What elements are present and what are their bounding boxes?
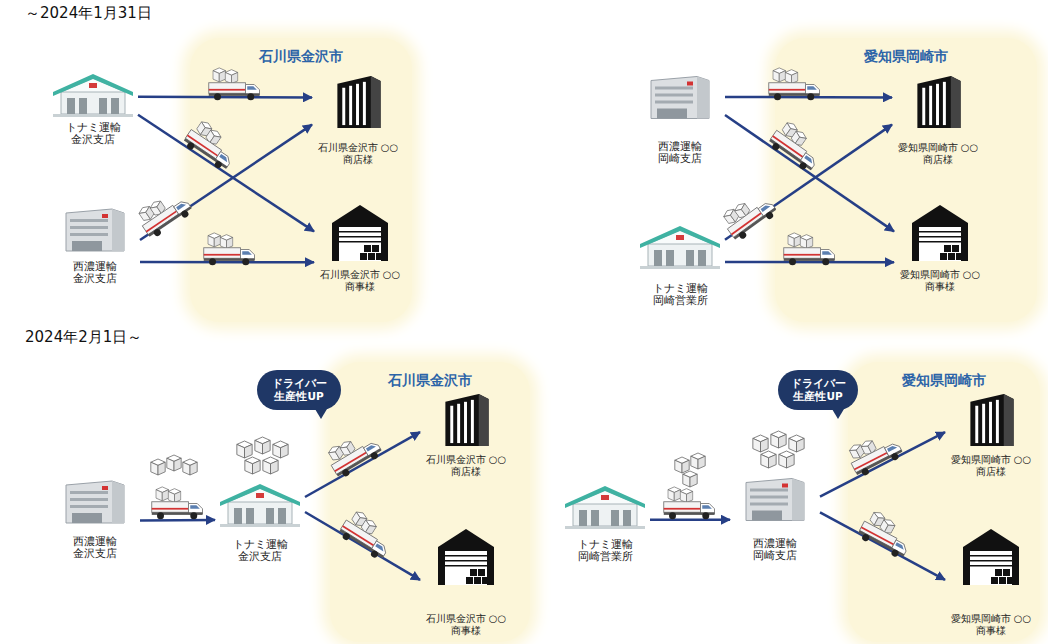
parcel-icon — [273, 441, 288, 458]
region-title: 愛知県岡崎市 — [775, 38, 1037, 66]
depot-icon — [746, 479, 804, 521]
parcel-icon — [245, 457, 260, 474]
parcel-icon — [237, 441, 252, 458]
depot-building: 西濃運輸 金沢支店 — [50, 200, 140, 285]
region-band: 愛知県岡崎市愛知県岡崎市 ○○商店様愛知県岡崎市 ○○商事様 — [775, 38, 1037, 322]
depot-building: 西濃運輸 岡崎支店 — [635, 65, 725, 165]
parcel-icon — [789, 435, 804, 452]
node-label: 石川県金沢市 ○○商店様 — [312, 142, 404, 166]
flow-arrow — [140, 519, 215, 522]
customer-building: 愛知県岡崎市 ○○商店様 — [945, 388, 1037, 478]
node-label: 西濃運輸 金沢支店 — [50, 535, 140, 560]
node-label: 西濃運輸 金沢支店 — [50, 260, 140, 285]
depot-icon — [640, 226, 720, 269]
depot-building: 西濃運輸 金沢支店 — [50, 470, 140, 560]
parcel-icon — [761, 451, 776, 468]
truck-icon — [152, 487, 203, 519]
region-title: 石川県金沢市 — [330, 362, 530, 390]
depot-building: トナミ運輸 金沢支店 — [215, 475, 305, 563]
depot-icon — [66, 209, 124, 251]
truck-icon — [664, 487, 715, 519]
customer-building: 石川県金沢市 ○○商事様 — [420, 525, 512, 637]
customer-building: 石川県金沢市 ○○商店様 — [420, 388, 512, 478]
parcel-icon — [263, 457, 278, 474]
parcel-icon — [691, 453, 705, 469]
node-label: 石川県金沢市 ○○商店様 — [420, 454, 512, 478]
truck-icon — [134, 185, 194, 240]
parcel-icon — [167, 455, 181, 471]
region-title: 愛知県岡崎市 — [848, 362, 1040, 390]
parcel-icon — [183, 459, 197, 475]
depot-icon — [53, 74, 133, 117]
customer-building: 愛知県岡崎市 ○○商店様 — [892, 72, 984, 166]
node-label: トナミ運輸 岡崎営業所 — [560, 538, 650, 563]
depot-building: トナミ運輸 岡崎営業所 — [560, 478, 650, 563]
node-label: トナミ運輸 金沢支店 — [215, 538, 305, 563]
node-label: 愛知県岡崎市 ○○商店様 — [892, 142, 984, 166]
region-band: 愛知県岡崎市愛知県岡崎市 ○○商店様愛知県岡崎市 ○○商事様 — [848, 362, 1040, 642]
node-label: 石川県金沢市 ○○商事様 — [314, 269, 406, 293]
depot-icon — [220, 484, 300, 527]
region-title: 石川県金沢市 — [190, 38, 412, 66]
depot-building: トナミ運輸 岡崎営業所 — [635, 215, 725, 307]
parcel-icon — [779, 451, 794, 468]
depot-building: トナミ運輸 金沢支店 — [48, 68, 138, 146]
customer-building: 石川県金沢市 ○○商事様 — [314, 205, 406, 293]
callout-text: ドライバー 生産性UP — [257, 377, 341, 403]
parcel-icon — [675, 457, 689, 473]
customer-building: 愛知県岡崎市 ○○商事様 — [894, 205, 986, 293]
parcel-icon — [151, 459, 165, 475]
callout-bubble: ドライバー 生産性UP — [257, 370, 341, 410]
node-label: 西濃運輸 岡崎支店 — [730, 537, 820, 562]
depot-building: 西濃運輸 岡崎支店 — [730, 470, 820, 562]
period-label: ～2024年1月31日 — [25, 4, 152, 23]
node-label: トナミ運輸 岡崎営業所 — [635, 282, 725, 307]
parcel-icon — [683, 471, 697, 487]
callout-text: ドライバー 生産性UP — [778, 377, 858, 403]
region-band: 石川県金沢市石川県金沢市 ○○商店様石川県金沢市 ○○商事様 — [330, 362, 530, 642]
node-label: トナミ運輸 金沢支店 — [48, 121, 138, 146]
period-label: 2024年2月1日～ — [25, 328, 142, 347]
parcel-icon — [255, 437, 270, 454]
truck-icon — [719, 187, 779, 243]
depot-icon — [565, 486, 645, 529]
parcel-icon — [771, 431, 786, 448]
callout-bubble: ドライバー 生産性UP — [778, 370, 858, 410]
node-label: 石川県金沢市 ○○商事様 — [420, 613, 512, 637]
depot-icon — [651, 77, 709, 119]
customer-building: 石川県金沢市 ○○商店様 — [312, 72, 404, 166]
customer-building: 愛知県岡崎市 ○○商事様 — [945, 525, 1037, 637]
node-label: 西濃運輸 岡崎支店 — [635, 140, 725, 165]
node-label: 愛知県岡崎市 ○○商事様 — [945, 613, 1037, 637]
region-band: 石川県金沢市石川県金沢市 ○○商店様石川県金沢市 ○○商事様 — [190, 38, 412, 322]
node-label: 愛知県岡崎市 ○○商店様 — [945, 454, 1037, 478]
node-label: 愛知県岡崎市 ○○商事様 — [894, 269, 986, 293]
flow-arrow — [650, 518, 730, 521]
depot-icon — [66, 481, 124, 523]
parcel-icon — [753, 435, 768, 452]
